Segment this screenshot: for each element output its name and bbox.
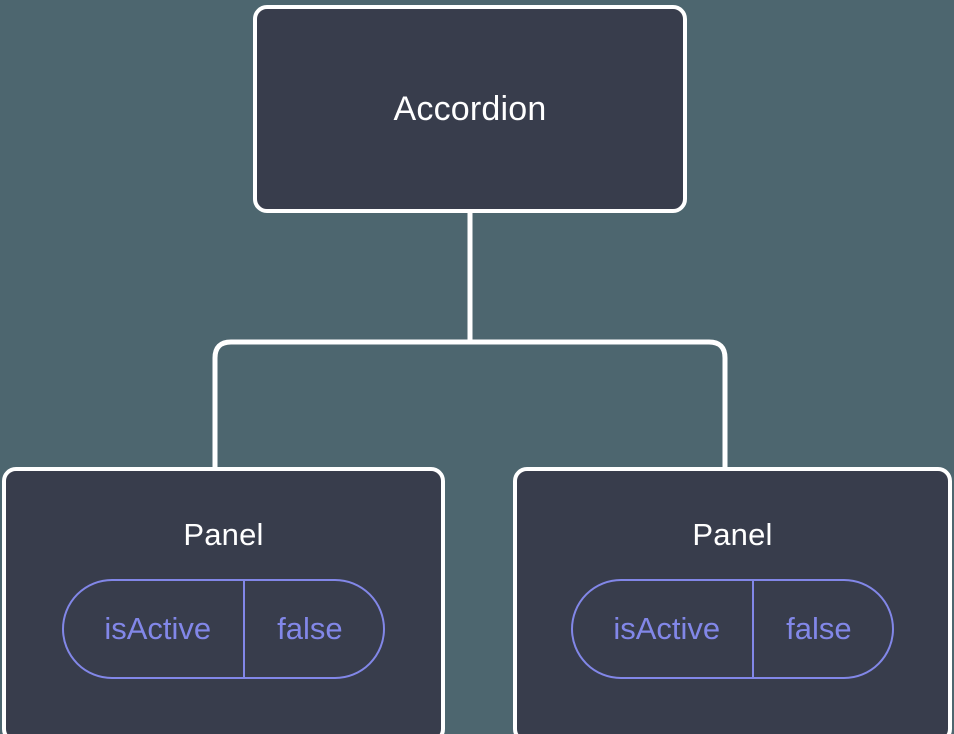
edge-to-panel-left xyxy=(212,339,470,469)
tree-node-panel-2[interactable]: Panel isActive false xyxy=(513,467,952,734)
tree-node-accordion[interactable]: Accordion xyxy=(253,5,687,213)
node-title: Panel xyxy=(692,517,773,552)
state-value-label: false xyxy=(243,581,382,677)
node-title: Accordion xyxy=(393,90,547,128)
node-title: Panel xyxy=(183,517,264,552)
tree-node-panel-1[interactable]: Panel isActive false xyxy=(2,467,445,734)
state-key-label: isActive xyxy=(613,611,721,646)
state-key-label: isActive xyxy=(104,611,212,646)
state-value-label: false xyxy=(752,581,891,677)
state-badge[interactable]: isActive false xyxy=(571,579,894,679)
edge-to-panel-right xyxy=(470,339,728,469)
state-badge[interactable]: isActive false xyxy=(62,579,385,679)
